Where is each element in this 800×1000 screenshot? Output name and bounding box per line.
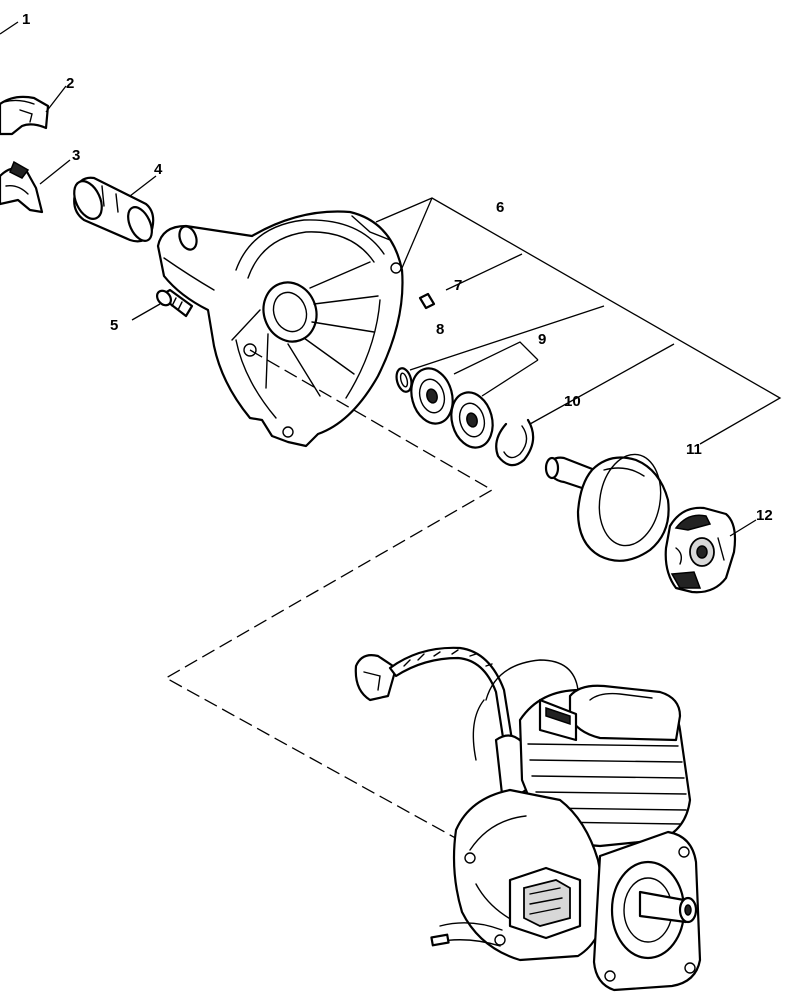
part-8 [395, 367, 413, 393]
alignment-lines [164, 349, 494, 847]
callout-1[interactable]: 1 [22, 11, 30, 28]
part-11 [544, 453, 670, 562]
fan-housing [156, 210, 404, 448]
callout-3[interactable]: 3 [72, 147, 80, 164]
part-12: 12 [664, 506, 773, 594]
part-10 [495, 418, 535, 467]
callout-6[interactable]: 6 [496, 199, 504, 216]
callout-11[interactable]: 11 [686, 441, 702, 458]
callout-9[interactable]: 9 [538, 331, 546, 348]
callout-8[interactable]: 8 [436, 321, 444, 338]
part-1: 1 [0, 11, 30, 35]
callout-2[interactable]: 2 [66, 75, 74, 92]
callout-12[interactable]: 12 [756, 507, 773, 524]
callout-5[interactable]: 5 [110, 317, 118, 334]
callout-10[interactable]: 10 [564, 393, 581, 410]
part-4: 4 [73, 161, 163, 243]
engine-assembly [354, 646, 702, 992]
callout-7[interactable]: 7 [454, 277, 462, 294]
part-7 [418, 292, 436, 310]
bracket-lines: 6 7 8 9 10 11 [375, 197, 782, 458]
part-3: 3 [0, 147, 80, 214]
part-2: 2 [0, 75, 74, 136]
part-9-bearing-b [450, 391, 494, 449]
part-5: 5 [110, 288, 194, 334]
callout-4[interactable]: 4 [154, 161, 163, 178]
part-9-bearing-a [410, 367, 454, 425]
